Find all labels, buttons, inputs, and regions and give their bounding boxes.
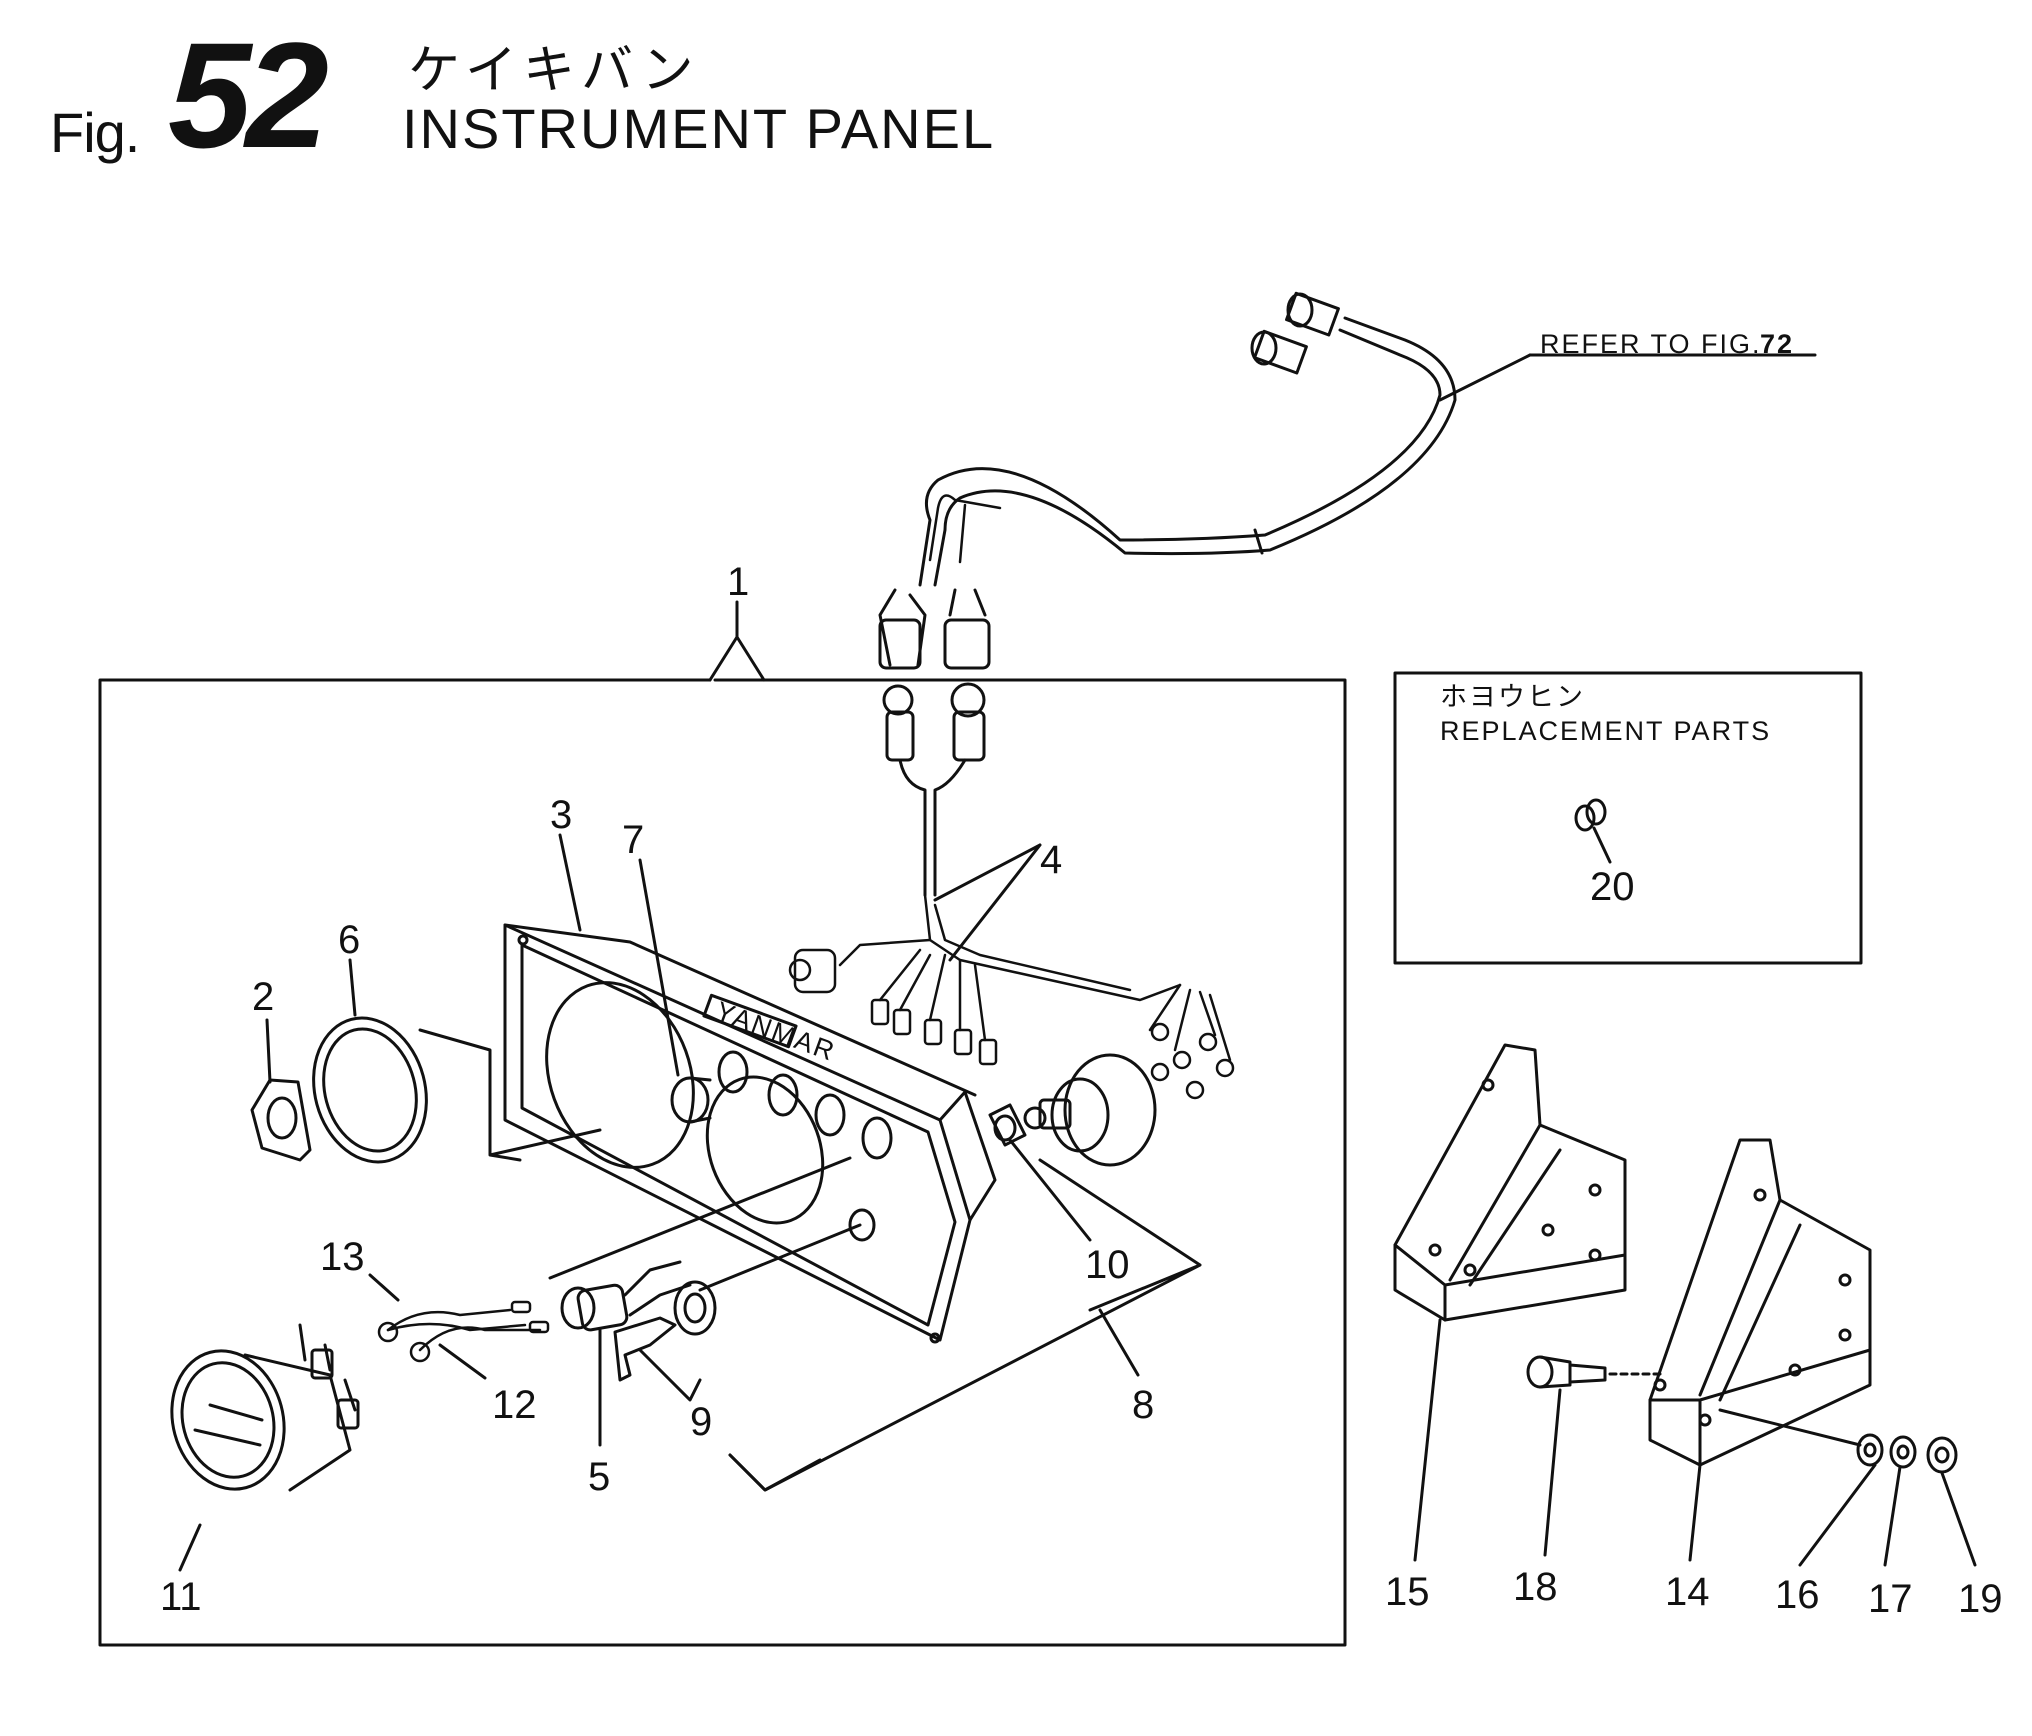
wire-leads (377, 1300, 550, 1363)
bolt-18 (1526, 1355, 1607, 1389)
title-english: INSTRUMENT PANEL (402, 97, 996, 160)
callout-9: 9 (690, 1400, 712, 1444)
gauge-lens (250, 1078, 312, 1162)
harness-cable (918, 291, 1457, 587)
leader-7 (638, 858, 680, 1077)
callout-20: 20 (1590, 865, 1635, 909)
callout-2: 2 (252, 975, 274, 1019)
leader-4 (933, 843, 1042, 962)
callout-5: 5 (588, 1455, 610, 1499)
panel-wiring (788, 893, 1235, 1100)
leader-2 (265, 1018, 272, 1084)
group-bracket-9 (728, 1453, 822, 1492)
leader-17 (1883, 1465, 1902, 1567)
leader-16 (1798, 1463, 1877, 1567)
callout-3: 3 (550, 793, 572, 837)
washer-16 (1856, 1433, 1884, 1467)
assembly-frame (98, 678, 1347, 1647)
title-japanese: ケイキバン (408, 41, 700, 101)
callout-6: 6 (338, 918, 360, 962)
figure-number: 52 (168, 11, 329, 179)
callout-19: 19 (1958, 1577, 2003, 1621)
callout-14: 14 (1665, 1570, 1710, 1614)
nut-19 (1926, 1436, 1958, 1474)
ref-fig-number: 72 (1760, 329, 1794, 359)
bracket-15 (1393, 1043, 1627, 1322)
leader-15 (1413, 1318, 1442, 1562)
brand-plate (702, 993, 798, 1049)
assembly-bracket (708, 635, 766, 682)
ref-label: REFER TO FIG. (1540, 329, 1762, 359)
figure-prefix: Fig. (50, 101, 140, 164)
callout-1: 1 (727, 560, 749, 604)
callout-16: 16 (1775, 1573, 1820, 1617)
leader-9 (638, 1348, 702, 1402)
leader-6 (348, 958, 357, 1017)
pilot-lamp (670, 1076, 712, 1124)
callout-10: 10 (1085, 1243, 1130, 1287)
bracket-14 (1648, 1138, 1872, 1467)
callout-4: 4 (1040, 838, 1062, 882)
callout-11: 11 (160, 1575, 202, 1619)
leader-13 (368, 1273, 400, 1302)
callout-7: 7 (622, 818, 644, 862)
replacement-parts-box (1393, 671, 1863, 965)
o-ring-icon (1574, 798, 1607, 832)
gauge-ring (312, 1016, 428, 1164)
lamp-socket (560, 1260, 692, 1332)
leader-20 (1592, 826, 1612, 864)
switch-nut (673, 1280, 717, 1336)
callout-13: 13 (320, 1235, 365, 1279)
callout-18: 18 (1513, 1565, 1558, 1609)
nut-axis (1718, 1408, 1862, 1447)
ignition-key (613, 1316, 677, 1382)
starter-switch (988, 1053, 1157, 1167)
panel-plate (503, 923, 997, 1344)
replacement-title-en: REPLACEMENT PARTS (1440, 716, 1771, 746)
leader-12 (438, 1343, 487, 1380)
callout-8: 8 (1132, 1383, 1154, 1427)
leader-ref-72 (1438, 353, 1532, 402)
callout-12: 12 (492, 1383, 537, 1427)
leader-10 (1008, 1138, 1092, 1242)
leader-8 (1098, 1308, 1140, 1377)
harness-connectors (878, 588, 991, 897)
leader-18 (1543, 1388, 1562, 1557)
washer-17 (1889, 1435, 1917, 1469)
leader-11 (178, 1523, 202, 1572)
group-bracket-8 (728, 1158, 1202, 1492)
callout-15: 15 (1385, 1570, 1430, 1614)
hour-meter (170, 1323, 360, 1492)
part-guide-lines (548, 1156, 862, 1292)
leader-3 (558, 833, 582, 932)
leader-14 (1688, 1463, 1702, 1562)
replacement-title-jp: ホヨウヒン (1440, 682, 1585, 712)
callout-17: 17 (1868, 1577, 1913, 1621)
leader-19 (1940, 1471, 1977, 1567)
assembly-guide-lines (418, 1028, 602, 1162)
